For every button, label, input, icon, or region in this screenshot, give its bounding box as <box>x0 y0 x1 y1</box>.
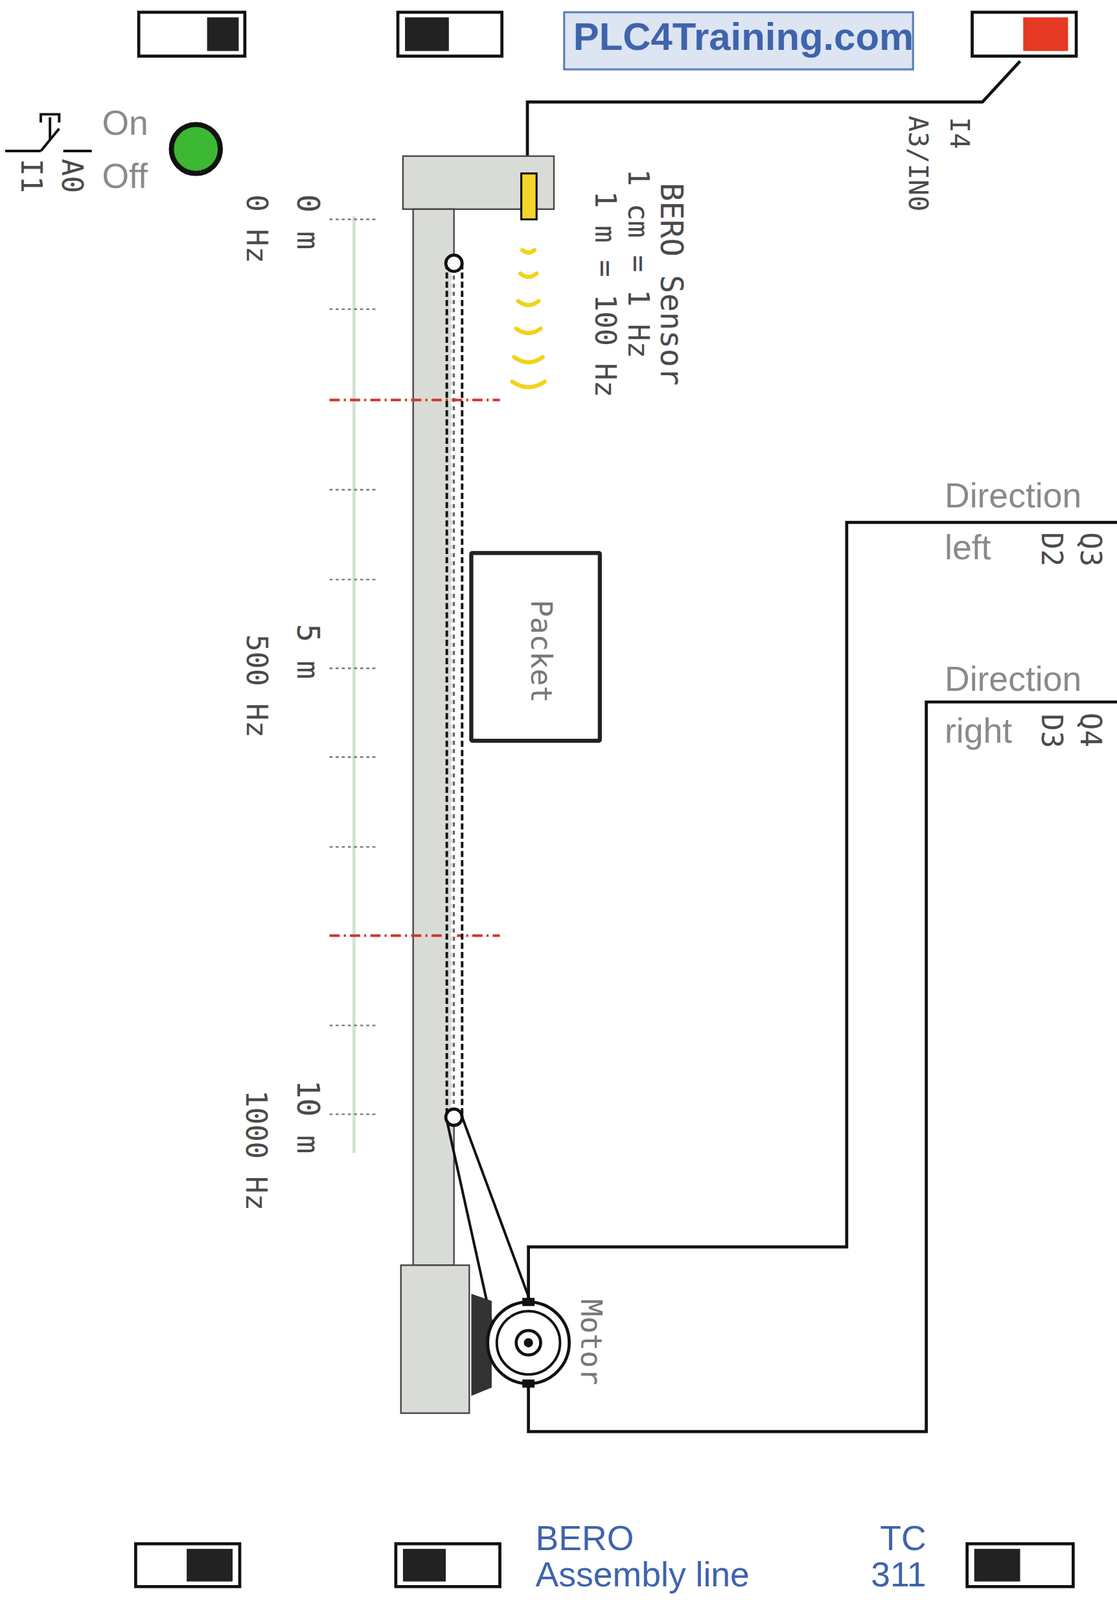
motor-label: Motor <box>574 1298 606 1385</box>
conveyor-rail <box>413 209 455 1266</box>
rotated-label: 5 m <box>291 623 326 679</box>
rotated-label: D3 <box>1034 713 1066 748</box>
drive-belt <box>447 1113 531 1333</box>
pulley <box>445 255 462 272</box>
motor-symbol <box>485 1299 571 1386</box>
card-title: BERO Assembly line <box>535 1520 771 1593</box>
sensor-waves <box>511 250 545 388</box>
rotated-label: 500 Hz <box>239 633 271 737</box>
box-label: Packet <box>524 599 556 703</box>
switch-knob <box>186 17 1068 1582</box>
rotated-label: 1000 Hz <box>239 1089 271 1210</box>
rotated-label: Q3 <box>1073 531 1105 566</box>
rotated-label: I1 <box>14 158 47 193</box>
rotated-label: 1 m = 100 Hz <box>588 190 620 398</box>
rotated-label: 0 m <box>291 193 326 249</box>
label: PLC4Training.com <box>573 16 914 59</box>
rotated-label: BERO Sensor <box>654 182 689 385</box>
rotated-label: Q4 <box>1073 712 1105 747</box>
indicator-lamp <box>171 124 221 174</box>
rotated-label: I4 <box>944 116 974 149</box>
logo-frame <box>564 12 913 70</box>
scale-line <box>352 216 356 1153</box>
belt-inner <box>450 263 457 1117</box>
label: Off <box>101 156 148 196</box>
bero-sensor <box>521 173 538 220</box>
label: TC 311 <box>854 1520 926 1593</box>
rotated-label: A0 <box>55 158 87 193</box>
switch-symbol <box>5 114 93 151</box>
rotated-label: A3/IN0 <box>903 115 933 212</box>
packet-box: Packet <box>469 550 602 743</box>
wire-right <box>528 701 1117 1432</box>
motor-base <box>401 1264 470 1413</box>
conveyor-belt <box>447 263 463 1117</box>
wire-left <box>528 522 1117 1302</box>
motor-node: Motor <box>485 1299 571 1386</box>
rotated-label: 10 m <box>291 1079 326 1154</box>
rotated-label: 1 cm = 1 Hz <box>621 168 653 358</box>
scale-ticks <box>329 219 378 1115</box>
sensor-wire <box>527 60 1020 175</box>
rotated-label: D2 <box>1034 531 1066 566</box>
rotated-label: 0 Hz <box>239 193 271 263</box>
label: On <box>101 104 148 143</box>
slide-switch <box>135 12 1077 1587</box>
